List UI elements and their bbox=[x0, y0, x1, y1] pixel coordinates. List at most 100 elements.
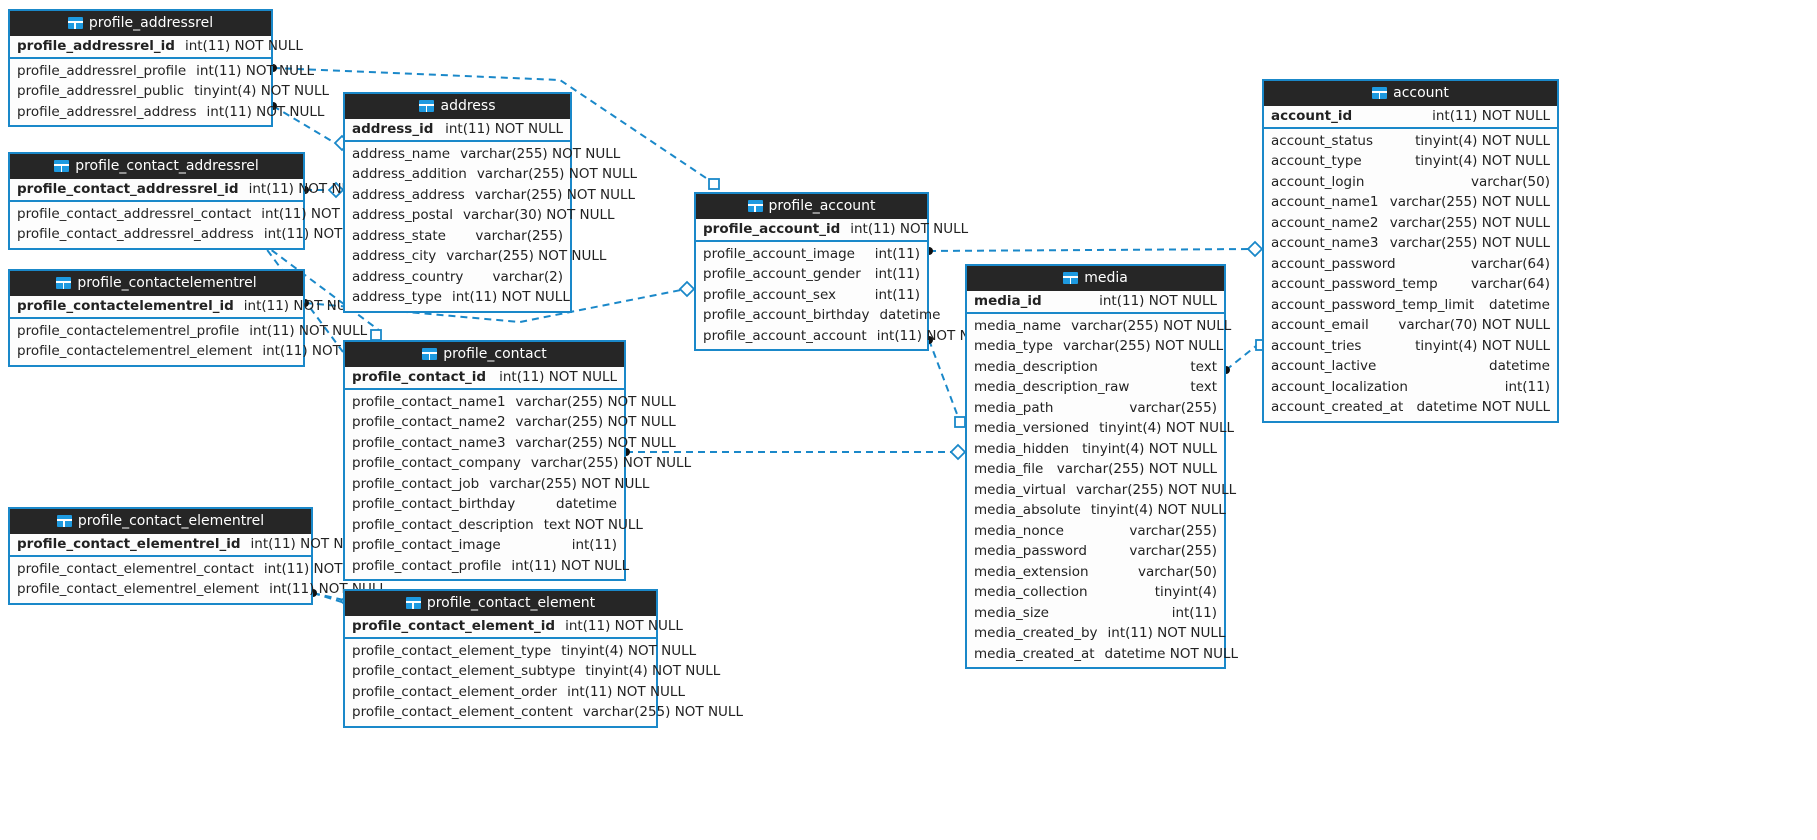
table-header-profile_contact_element[interactable]: profile_contact_element bbox=[345, 591, 656, 616]
table-header-account[interactable]: account bbox=[1264, 81, 1557, 106]
table-header-address[interactable]: address bbox=[345, 94, 570, 119]
table-header-profile_contact_elementrel[interactable]: profile_contact_elementrel bbox=[10, 509, 311, 534]
table-header-profile_contact[interactable]: profile_contact bbox=[345, 342, 624, 367]
table-header-media[interactable]: media bbox=[967, 266, 1224, 291]
table-header-profile_addressrel[interactable]: profile_addressrel bbox=[10, 11, 271, 36]
table-header-profile_contact_addressrel[interactable]: profile_contact_addressrel bbox=[10, 154, 303, 179]
table-header-profile_contactelementrel[interactable]: profile_contactelementrel bbox=[10, 271, 303, 296]
table-header-profile_account[interactable]: profile_account bbox=[696, 194, 927, 219]
